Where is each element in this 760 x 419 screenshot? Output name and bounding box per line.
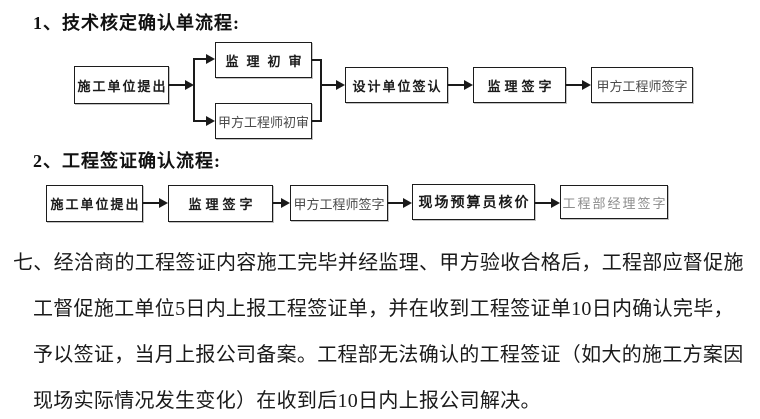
- flow2-box-label: 监理签字: [188, 197, 257, 212]
- arrow-right-icon: [336, 80, 345, 90]
- flow1-arrow-2: [322, 80, 345, 90]
- flow1-split-line: [193, 58, 195, 122]
- flow2-box-label: 现场预算员核价: [418, 196, 531, 211]
- flow1-box-label: 设计单位签认: [352, 78, 443, 94]
- flow2-box-label: 甲方工程师签字: [293, 196, 385, 212]
- arrow-shaft: [322, 84, 336, 86]
- flow2-box-supervisor-sign: 监理签字: [168, 185, 273, 222]
- flow1-box-label: 甲方工程师初审: [217, 114, 309, 130]
- flow1-merge-stub-bottom: [312, 120, 322, 122]
- arrow-right-icon: [281, 198, 290, 208]
- section1-heading: 1、技术核定确认单流程:: [33, 13, 240, 33]
- arrow-shaft: [195, 120, 206, 122]
- flow1-box-label: 监理签字: [487, 78, 556, 94]
- flow2-arrow-2: [273, 198, 290, 208]
- arrow-right-icon: [185, 80, 194, 90]
- flow1-arrow-bottom-branch: [195, 116, 215, 126]
- flow1-box-label: 监理初审: [225, 53, 310, 69]
- paragraph-line-1: 七、经洽商的工程签证内容施工完毕并经监理、甲方验收合格后，工程部应督促施: [13, 252, 744, 274]
- flow1-box-label: 甲方工程师签字: [596, 78, 688, 94]
- flow1-box-owner-engineer-sign: 甲方工程师签字: [591, 67, 693, 103]
- arrow-right-icon: [464, 80, 473, 90]
- flow1-arrow-3: [448, 80, 473, 90]
- flow1-box-design-unit-sign: 设计单位签认: [345, 67, 448, 103]
- flow2-arrow-3: [388, 198, 412, 208]
- arrow-shaft: [566, 84, 582, 86]
- flow2-arrow-4: [535, 198, 560, 208]
- flow2-box-engineering-dept-manager-sign: 工程部经理签字: [560, 185, 668, 219]
- flow2-box-label: 施工单位提出: [50, 197, 141, 212]
- section2-heading: 2、工程签证确认流程:: [33, 151, 221, 171]
- flow2-arrow-1: [143, 198, 168, 208]
- arrow-shaft: [195, 58, 206, 60]
- arrow-right-icon: [403, 198, 412, 208]
- flow1-box-owner-engineer-initial-review: 甲方工程师初审: [215, 103, 312, 139]
- paragraph-line-4: 现场实际情况发生变化）在收到后10日内上报公司解决。: [33, 390, 541, 412]
- paragraph-line-3: 予以签证，当月上报公司备案。工程部无法确认的工程签证（如大的施工方案因: [33, 344, 744, 366]
- arrow-shaft: [388, 202, 403, 204]
- arrow-right-icon: [206, 116, 215, 126]
- arrow-right-icon: [582, 80, 591, 90]
- arrow-shaft: [535, 202, 551, 204]
- flow2-box-label: 工程部经理签字: [562, 195, 668, 211]
- flow2-box-construction-unit: 施工单位提出: [46, 185, 143, 222]
- flow1-box-label: 施工单位提出: [77, 78, 168, 94]
- arrow-shaft: [448, 84, 464, 86]
- flow2-box-owner-engineer-sign: 甲方工程师签字: [290, 185, 388, 221]
- flow1-box-supervisor-initial-review: 监理初审: [215, 42, 312, 78]
- flow1-arrow-top-branch: [195, 54, 215, 64]
- flow1-merge-stub-top: [312, 59, 322, 61]
- arrow-right-icon: [206, 54, 215, 64]
- arrow-shaft: [143, 202, 159, 204]
- flow1-box-construction-unit: 施工单位提出: [74, 66, 169, 104]
- flow1-arrow-4: [566, 80, 591, 90]
- arrow-shaft: [273, 202, 281, 204]
- arrow-right-icon: [551, 198, 560, 208]
- flow2-box-site-estimator-pricing: 现场预算员核价: [412, 184, 535, 220]
- flow1-arrow-1: [169, 80, 194, 90]
- flow1-merge-line: [320, 59, 322, 122]
- arrow-shaft: [169, 84, 185, 86]
- arrow-right-icon: [159, 198, 168, 208]
- paragraph-line-2: 工督促施工单位5日内上报工程签证单，并在收到工程签证单10日内确认完毕，: [33, 298, 734, 320]
- flow1-box-supervisor-sign: 监理签字: [473, 67, 566, 103]
